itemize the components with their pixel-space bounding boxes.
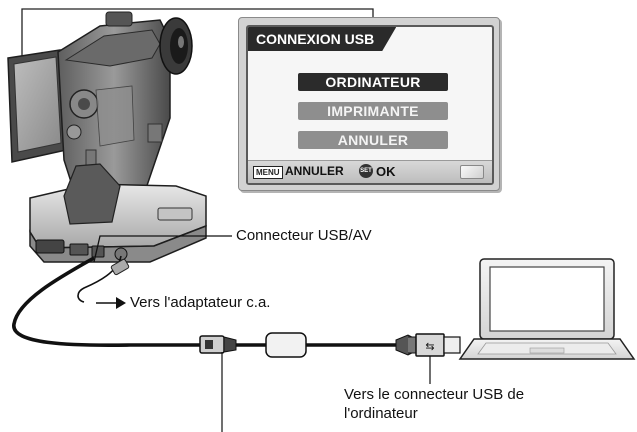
lcd-menu-footer: MENU ANNULER SET OK [248, 160, 492, 183]
menu-item-ordinateur[interactable]: ORDINATEUR [298, 73, 448, 91]
footer-ok-label: OK [376, 164, 396, 179]
menu-item-imprimante[interactable]: IMPRIMANTE [298, 102, 448, 120]
ac-adapter-plug-icon [77, 255, 130, 303]
menu-item-annuler[interactable]: ANNULER [298, 131, 448, 149]
ac-adapter-label: Vers l'adaptateur c.a. [130, 294, 271, 311]
set-button-icon: SET [359, 164, 373, 178]
menu-button-icon: MENU [253, 166, 283, 179]
computer-usb-label-line1: Vers le connecteur USB de [344, 386, 525, 403]
lcd-menu-panel: CONNEXION USB ORDINATEUR IMPRIMANTE ANNU… [238, 17, 500, 191]
usb-av-connector-label: Connecteur USB/AV [236, 227, 372, 244]
screen-leader-line [21, 8, 374, 80]
usb-cable-icon: ⇆ [12, 256, 461, 358]
footer-cancel-label: ANNULER [285, 164, 344, 178]
usb-av-leader-line [93, 235, 232, 263]
svg-text:⇆: ⇆ [425, 340, 434, 353]
docking-station-icon [29, 163, 207, 263]
lcd-menu-title: CONNEXION USB [248, 27, 396, 51]
battery-icon [460, 165, 484, 179]
laptop-icon [458, 258, 636, 360]
camcorder-icon [7, 11, 193, 211]
computer-usb-label-line2: l'ordinateur [344, 405, 418, 422]
lcd-menu-screen: CONNEXION USB ORDINATEUR IMPRIMANTE ANNU… [246, 25, 494, 185]
